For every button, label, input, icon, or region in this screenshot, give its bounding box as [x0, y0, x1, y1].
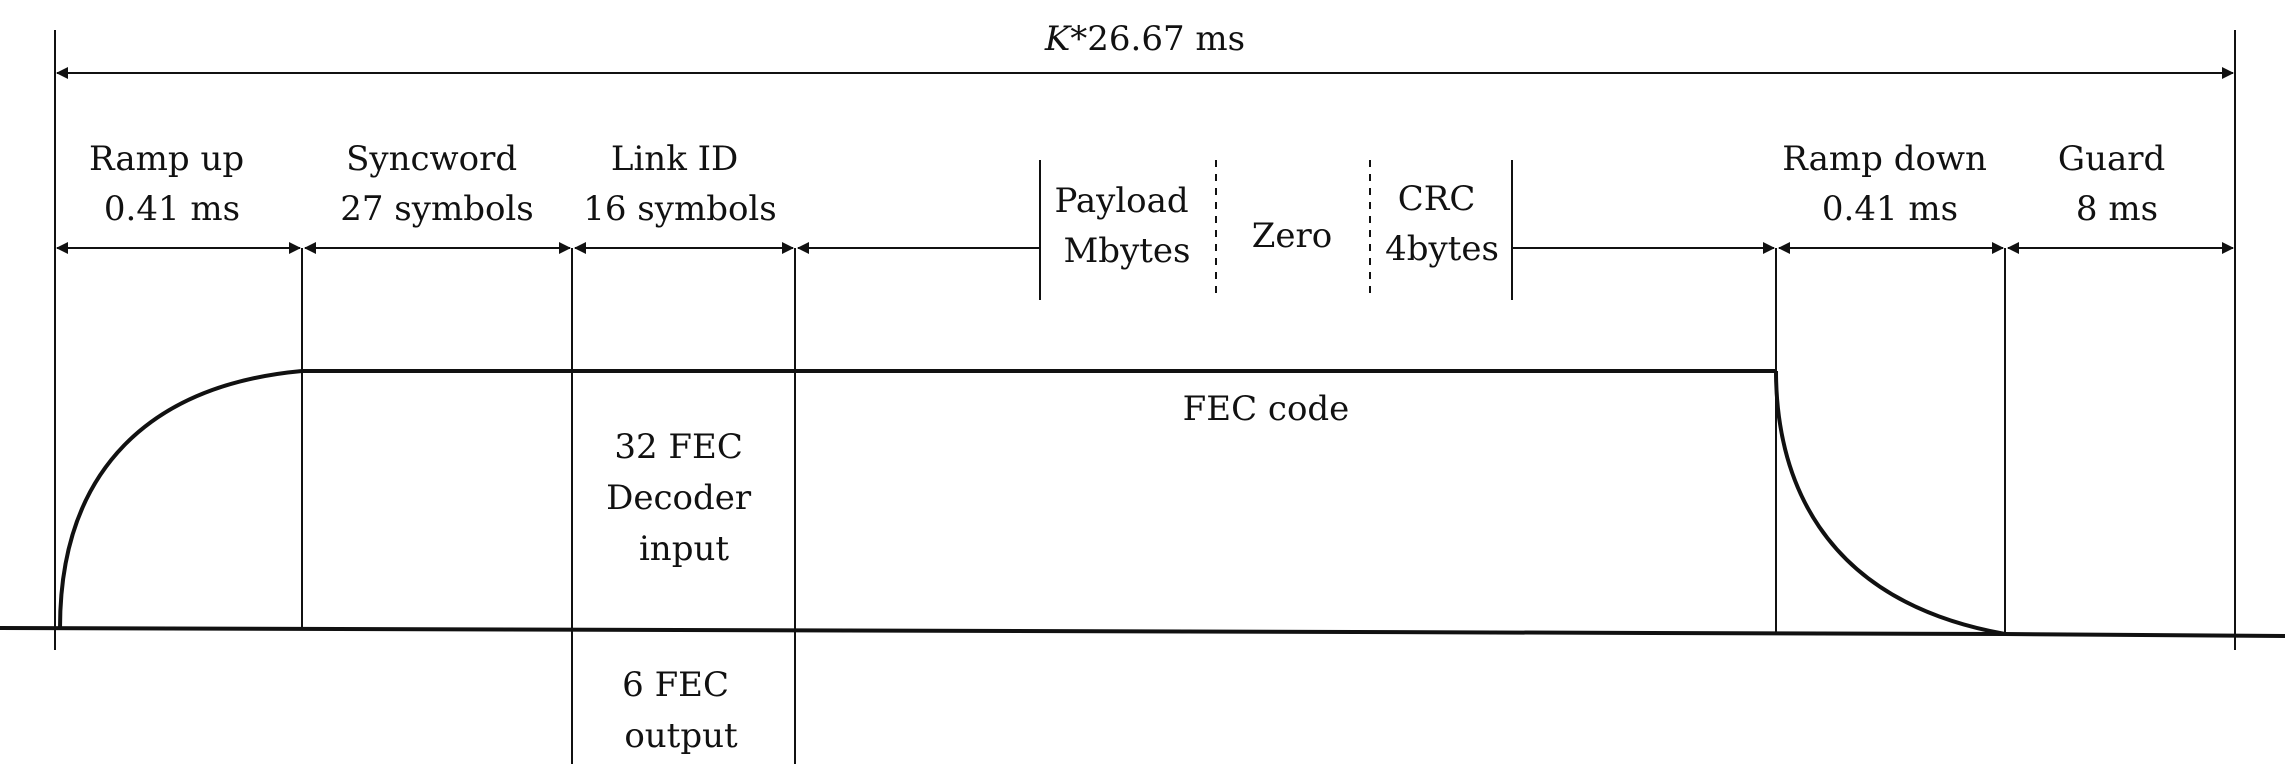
ramp-up-label: Ramp up 0.41 ms: [89, 139, 255, 229]
fec-output-label: 6 FEC output: [622, 665, 740, 756]
ramp-up-curve: [58, 369, 303, 629]
fec-decoder-input-label: 32 FEC Decoder input: [606, 427, 762, 569]
zero-label: Zero: [1252, 216, 1332, 256]
total-duration-label: K*26.67 ms: [1044, 19, 1245, 59]
link-id-label: Link ID 16 symbols: [583, 139, 777, 229]
guard-label: Guard 8 ms: [2058, 139, 2176, 229]
crc-label: CRC 4bytes: [1385, 179, 1499, 269]
payload-label: Payload Mbytes: [1054, 181, 1199, 271]
fec-code-label: FEC code: [1183, 389, 1350, 429]
baseline-guard: [2004, 632, 2285, 638]
ramp-down-curve: [1774, 370, 2006, 636]
baseline: [0, 626, 2006, 636]
ramp-down-label: Ramp down 0.41 ms: [1782, 139, 1998, 229]
syncword-label: Syncword 27 symbols: [340, 139, 534, 229]
